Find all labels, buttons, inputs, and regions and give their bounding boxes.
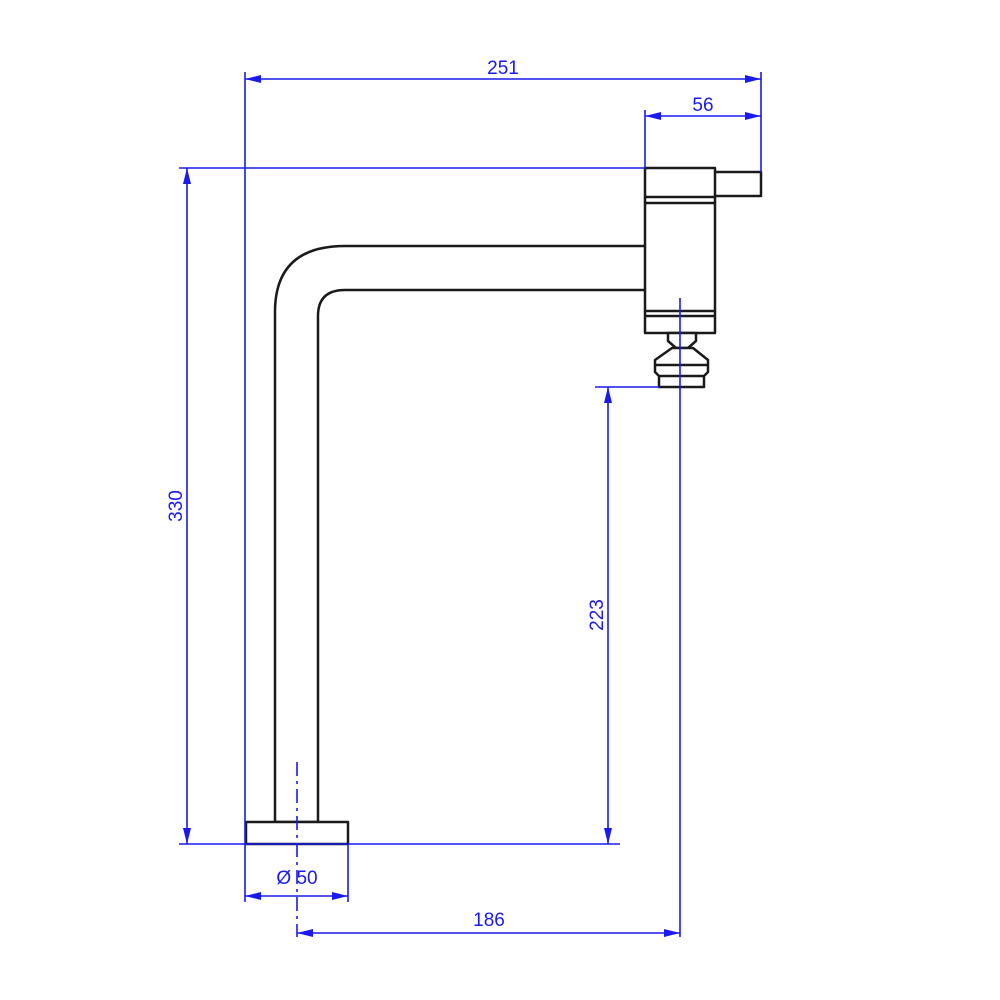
dimension-label-spout-clearance: 223 [587,599,608,631]
dimension-label-overall-height: 330 [166,490,187,522]
dimension-overall-height: 330 [166,168,191,844]
lever-handle [710,170,763,198]
construction-lines [179,72,762,937]
dimension-label-base-diameter: Ø 50 [276,868,317,889]
dimension-overall-width: 251 [245,58,761,83]
dimension-lever-width: 56 [645,95,761,120]
aerator-neck [666,331,698,350]
dimension-spout-clearance: 223 [587,387,612,844]
aerator [653,346,710,389]
dimension-label-spout-reach: 186 [473,910,505,931]
spout-pipe [273,244,650,824]
dimension-label-overall-width: 251 [487,58,519,79]
dimension-base-diameter: Ø 50 [245,868,348,900]
dimension-label-lever-width: 56 [692,95,713,116]
dimension-spout-reach: 186 [297,910,680,937]
faucet-outline [244,166,763,846]
